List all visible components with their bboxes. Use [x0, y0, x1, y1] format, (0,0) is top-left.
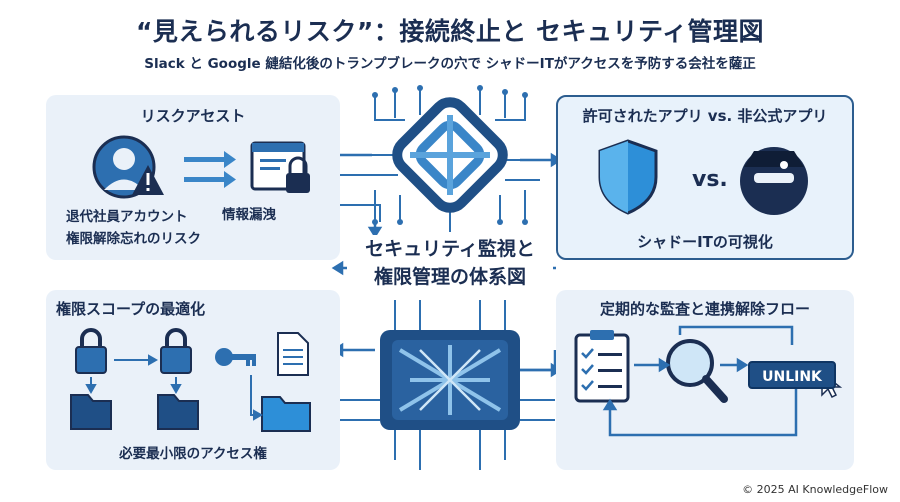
circuit-lines-top	[338, 88, 545, 232]
folder-icon-2	[261, 396, 311, 432]
risk-assets-title: リスクアセスト	[140, 107, 246, 125]
arrow-right-icon	[184, 151, 236, 188]
apps-graphics	[598, 139, 808, 215]
key-icon	[215, 348, 256, 366]
scope-caption: 必要最小限のアクセス権	[119, 446, 267, 462]
risk-label-line1: 退代社員アカウント	[66, 209, 188, 225]
document-icon	[277, 332, 309, 376]
network-knot-top-icon	[392, 97, 508, 213]
risk-label-line2: 権限解除忘れのリスク	[66, 231, 201, 247]
lock-icon-2	[160, 328, 192, 374]
folder-key-icon	[157, 394, 199, 430]
audit-flow-arrows	[602, 325, 798, 437]
processor-chip-icon	[380, 330, 520, 430]
lock-icon-1	[75, 328, 107, 374]
circuit-lines-bottom	[340, 300, 555, 470]
scope-arrows	[85, 354, 264, 421]
apps-caption: シャドーITの可視化	[637, 233, 773, 251]
user-warning-icon	[92, 135, 164, 199]
panel-risk-assets: リスクアセスト 情報漏洩 退代社員アカウント 権限解除忘れのリスク	[46, 95, 340, 260]
page-title: “見えられるリスク”：接続終止と セキュリティ管理図	[135, 17, 765, 46]
shield-icon	[598, 139, 658, 215]
hacker-icon	[740, 147, 808, 215]
magnifier-icon	[666, 339, 728, 403]
folder-icon-1	[70, 394, 112, 430]
center-caption-line1: セキュリティ監視と	[365, 238, 535, 260]
audit-title: 定期的な監査と連携解除フロー	[599, 300, 810, 318]
browser-lock-icon	[250, 141, 310, 193]
panel-scope: 権限スコープの最適化 必要最小限のアクセス権	[46, 290, 340, 470]
panel-apps: 許可されたアプリ vs. 非公式アプリ vs. シャドーITの可視化	[556, 95, 854, 260]
center-caption-line2: 権限管理の体系図	[373, 266, 526, 288]
clipboard-checklist-icon	[574, 330, 630, 403]
scope-title: 権限スコープの最適化	[56, 300, 206, 318]
audit-graphics	[574, 325, 843, 437]
page-subtitle: Slack と Google 縺結化後のトランプブレークの穴で シャドーITがア…	[144, 56, 756, 72]
center-caption: セキュリティ監視と 権限管理の体系図	[347, 235, 553, 291]
panel-audit: 定期的な監査と連携解除フロー UNLINK	[556, 290, 854, 470]
scope-graphics	[70, 328, 311, 432]
apps-title: 許可されたアプリ vs. 非公式アプリ	[582, 107, 828, 125]
unlink-button[interactable]: UNLINK	[748, 361, 836, 389]
copyright: © 2025 AI KnowledgeFlow	[742, 483, 888, 496]
versus-label: vs.	[692, 167, 728, 192]
risk-assets-graphics	[92, 135, 310, 199]
info-leak-label: 情報漏洩	[222, 207, 276, 223]
